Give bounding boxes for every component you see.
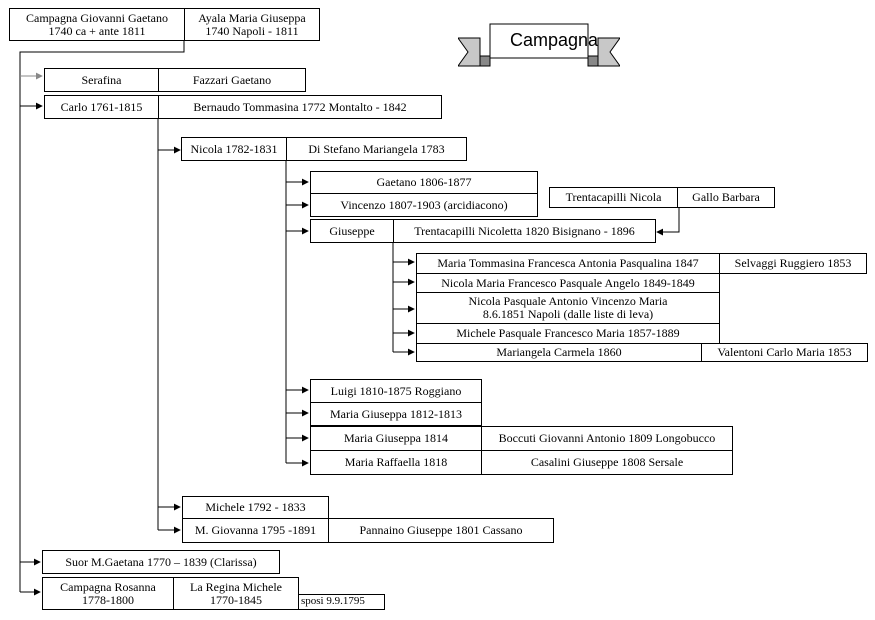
- rosanna-spouse-box: La Regina Michele 1770-1845: [173, 577, 299, 610]
- suor-gaetana-box: Suor M.Gaetana 1770 – 1839 (Clarissa): [42, 550, 280, 574]
- nicola-pasquale-line2: 8.6.1851 Napoli (dalle liste di leva): [482, 307, 654, 321]
- maria-raffaella-name: Maria Raffaella 1818: [344, 455, 448, 469]
- giovanna-box: M. Giovanna 1795 -1891: [182, 518, 329, 543]
- maria-tommasina-name: Maria Tommasina Francesca Antonia Pasqua…: [437, 256, 699, 270]
- rosanna-spouse-name: La Regina Michele: [190, 579, 282, 594]
- maria-raffaella-spouse-box: Casalini Giuseppe 1808 Sersale: [481, 450, 733, 475]
- serafina-name: Serafina: [81, 72, 122, 87]
- gaetano-box: Gaetano 1806-1877: [310, 171, 538, 194]
- michele-pasquale-name: Michele Pasquale Francesco Maria 1857-18…: [456, 326, 680, 340]
- maria-giuseppa-1812-box: Maria Giuseppa 1812-1813: [310, 402, 482, 426]
- mariangela-name: Mariangela Carmela 1860: [496, 345, 622, 359]
- gaetano-name: Gaetano 1806-1877: [376, 175, 472, 189]
- title-banner: [458, 23, 620, 67]
- rosanna-box: Campagna Rosanna 1778-1800: [42, 577, 174, 610]
- rosanna-spouse-dates: 1770-1845: [210, 592, 262, 607]
- giovanna-spouse-box: Pannaino Giuseppe 1801 Cassano: [328, 518, 554, 543]
- root-husband-dates: 1740 ca + ante 1811: [48, 23, 146, 38]
- luigi-name: Luigi 1810-1875 Roggiano: [330, 383, 462, 398]
- root-wife-dates: 1740 Napoli - 1811: [205, 23, 299, 38]
- serafina-spouse-box: Fazzari Gaetano: [158, 68, 306, 92]
- suor-gaetana-name: Suor M.Gaetana 1770 – 1839 (Clarissa): [65, 554, 257, 569]
- gallo-barbara-box: Gallo Barbara: [677, 187, 775, 208]
- maria-tommasina-box: Maria Tommasina Francesca Antonia Pasqua…: [416, 253, 720, 274]
- nicola-box: Nicola 1782-1831: [181, 137, 287, 161]
- carlo-name: Carlo 1761-1815: [60, 99, 143, 114]
- nicola-spouse-box: Di Stefano Mariangela 1783: [286, 137, 467, 161]
- rosanna-name: Campagna Rosanna: [60, 579, 156, 594]
- maria-giuseppa-1814-spouse: Boccuti Giovanni Antonio 1809 Longobucco: [498, 431, 716, 445]
- carlo-box: Carlo 1761-1815: [44, 95, 159, 119]
- nicola-pasquale-line1: Nicola Pasquale Antonio Vincenzo Maria: [468, 294, 668, 308]
- marriage-note-text: sposi 9.9.1795: [301, 595, 365, 607]
- maria-tommasina-spouse: Selvaggi Ruggiero 1853: [734, 256, 852, 270]
- maria-raffaella-box: Maria Raffaella 1818: [310, 450, 482, 475]
- maria-giuseppa-1814-box: Maria Giuseppa 1814: [310, 426, 482, 451]
- giuseppe-spouse-box: Trentacapilli Nicoletta 1820 Bisignano -…: [393, 219, 656, 243]
- trentacapilli-nicola-box: Trentacapilli Nicola: [549, 187, 678, 208]
- rosanna-dates: 1778-1800: [82, 592, 134, 607]
- michele-pasquale-box: Michele Pasquale Francesco Maria 1857-18…: [416, 323, 720, 344]
- maria-raffaella-spouse: Casalini Giuseppe 1808 Sersale: [530, 455, 684, 469]
- root-husband-name: Campagna Giovanni Gaetano: [26, 10, 168, 25]
- giuseppe-name: Giuseppe: [329, 223, 375, 238]
- banner-title: Campagna: [509, 29, 599, 50]
- carlo-spouse-box: Bernaudo Tommasina 1772 Montalto - 1842: [158, 95, 442, 119]
- nicola-spouse: Di Stefano Mariangela 1783: [308, 141, 445, 156]
- nicola-pasquale-box: Nicola Pasquale Antonio Vincenzo Maria 8…: [416, 292, 720, 324]
- maria-giuseppa-1812-name: Maria Giuseppa 1812-1813: [330, 406, 462, 421]
- maria-giuseppa-1814-spouse-box: Boccuti Giovanni Antonio 1809 Longobucco: [481, 426, 733, 451]
- giovanna-name: M. Giovanna 1795 -1891: [194, 523, 317, 537]
- vincenzo-name: Vincenzo 1807-1903 (arcidiacono): [340, 197, 508, 212]
- marriage-note: sposi 9.9.1795: [298, 594, 385, 610]
- giuseppe-box: Giuseppe: [310, 219, 394, 243]
- gallo-barbara: Gallo Barbara: [692, 190, 760, 204]
- root-wife-name: Ayala Maria Giuseppa: [198, 10, 306, 25]
- mariangela-box: Mariangela Carmela 1860: [416, 343, 702, 362]
- mariangela-spouse-box: Valentoni Carlo Maria 1853: [701, 343, 868, 362]
- mariangela-spouse: Valentoni Carlo Maria 1853: [717, 345, 852, 359]
- michele-box: Michele 1792 - 1833: [182, 496, 329, 519]
- root-husband-box: Campagna Giovanni Gaetano 1740 ca + ante…: [9, 8, 185, 41]
- serafina-box: Serafina: [44, 68, 159, 92]
- serafina-spouse: Fazzari Gaetano: [192, 72, 272, 87]
- nicola-maria-box: Nicola Maria Francesco Pasquale Angelo 1…: [416, 273, 720, 293]
- maria-giuseppa-1814-name: Maria Giuseppa 1814: [344, 431, 448, 445]
- giuseppe-spouse: Trentacapilli Nicoletta 1820 Bisignano -…: [414, 223, 635, 238]
- nicola-maria-name: Nicola Maria Francesco Pasquale Angelo 1…: [441, 275, 695, 290]
- luigi-box: Luigi 1810-1875 Roggiano: [310, 379, 482, 403]
- giovanna-spouse: Pannaino Giuseppe 1801 Cassano: [359, 523, 523, 537]
- carlo-spouse: Bernaudo Tommasina 1772 Montalto - 1842: [193, 99, 407, 114]
- nicola-name: Nicola 1782-1831: [190, 141, 278, 156]
- trentacapilli-nicola: Trentacapilli Nicola: [565, 190, 662, 204]
- root-wife-box: Ayala Maria Giuseppa 1740 Napoli - 1811: [184, 8, 320, 41]
- maria-tommasina-spouse-box: Selvaggi Ruggiero 1853: [719, 253, 867, 274]
- vincenzo-box: Vincenzo 1807-1903 (arcidiacono): [310, 193, 538, 217]
- michele-name: Michele 1792 - 1833: [205, 500, 306, 514]
